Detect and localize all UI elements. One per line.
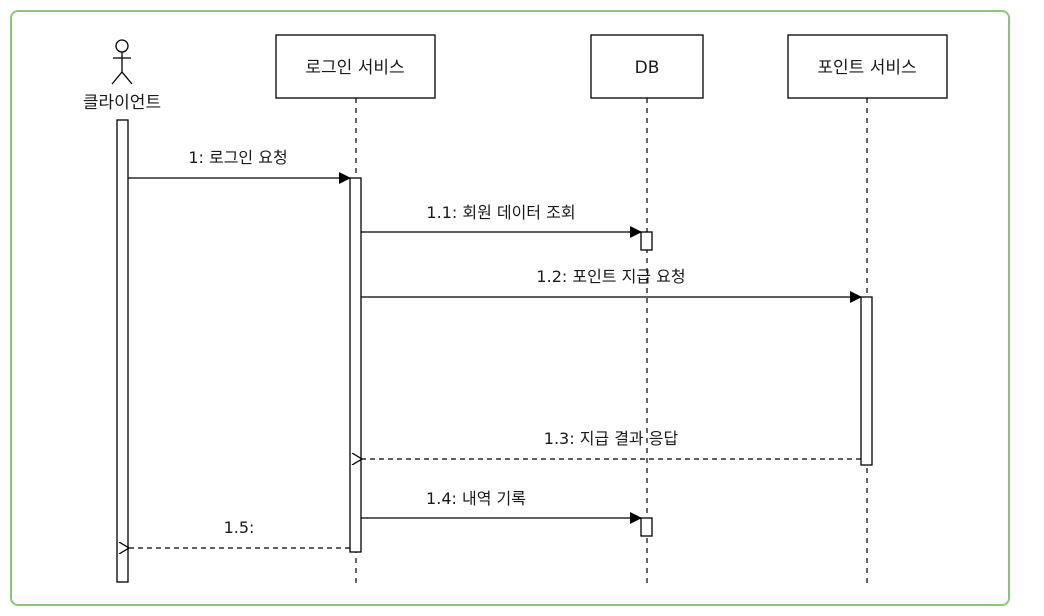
message-label: 1.3: 지급 결과 응답 [544,429,679,448]
activation-client [116,119,129,583]
message-label: 1.1: 회원 데이터 조회 [426,203,575,222]
message-1-login-request[interactable]: 1: 로그인 요청 [128,148,351,184]
participant-login-service[interactable]: 로그인 서비스 [275,34,436,99]
activation-db-2 [640,517,653,537]
message-label: 1: 로그인 요청 [188,148,287,167]
actor-client[interactable]: 클라이언트 [83,39,161,113]
diagram-frame [10,10,1010,606]
activation-point [860,296,873,466]
message-1-4-history-record[interactable]: 1.4: 내역 기록 [361,489,642,524]
message-1-3-point-response[interactable]: 1.3: 지급 결과 응답 [362,429,861,459]
participant-label: 클라이언트 [83,93,161,113]
message-1-5-reply[interactable]: 1.5: [129,518,350,548]
participant-point-service[interactable]: 포인트 서비스 [787,34,948,99]
stick-figure-icon [111,39,133,85]
participant-db[interactable]: DB [590,34,704,99]
message-1-1-member-lookup[interactable]: 1.1: 회원 데이터 조회 [361,203,642,238]
activation-login [349,177,362,553]
message-label: 1.2: 포인트 지급 요청 [536,267,685,286]
message-label: 1.5: [224,518,255,537]
message-1-2-point-request[interactable]: 1.2: 포인트 지급 요청 [361,267,862,303]
message-label: 1.4: 내역 기록 [426,489,526,508]
activation-db-1 [640,231,653,251]
participant-label: 포인트 서비스 [817,58,916,78]
participant-label: 로그인 서비스 [305,58,404,78]
participant-label: DB [635,58,660,78]
